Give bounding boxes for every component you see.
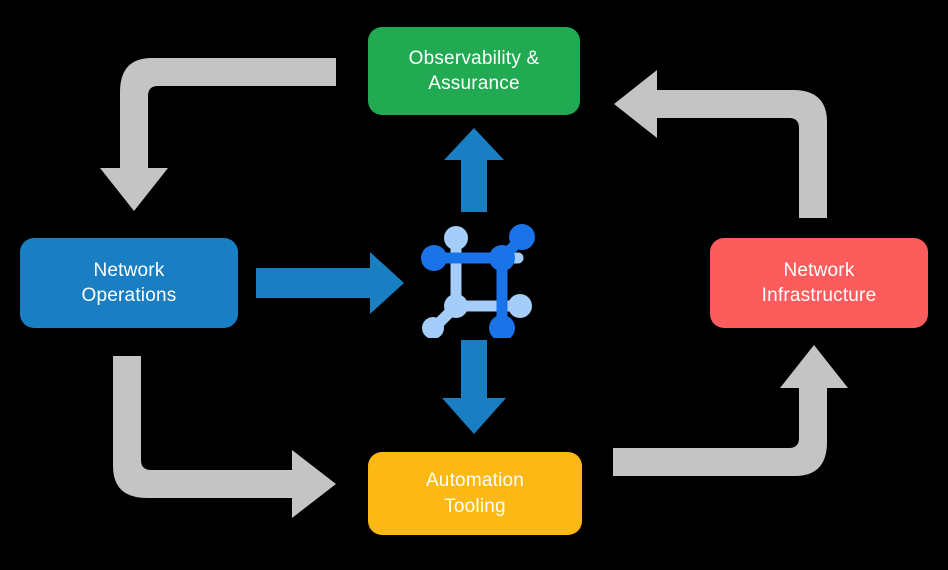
node-label-observability: Observability & Assurance bbox=[408, 47, 540, 94]
arrow-up-blue bbox=[444, 128, 504, 212]
arrow-elbow-up-gray bbox=[613, 345, 848, 476]
node-box-automation-tooling[interactable]: Automation Tooling bbox=[368, 452, 582, 535]
node-label-automation-tooling: Automation Tooling bbox=[425, 470, 525, 517]
network-icon-light-nodes bbox=[422, 226, 532, 338]
node-box-network-infrastructure[interactable]: Network Infrastructure bbox=[710, 238, 928, 328]
network-topology-icon bbox=[421, 224, 535, 338]
arrow-elbow-left-gray bbox=[614, 70, 827, 218]
network-icon-dark-nodes bbox=[421, 224, 535, 338]
node-label-network-infrastructure: Network Infrastructure bbox=[761, 259, 877, 306]
arrow-right-blue bbox=[256, 252, 404, 314]
node-label-network-operations: Network Operations bbox=[81, 259, 177, 306]
node-box-observability[interactable]: Observability & Assurance bbox=[368, 27, 580, 115]
arrow-elbow-down-gray bbox=[100, 58, 336, 211]
node-box-network-operations[interactable]: Network Operations bbox=[20, 238, 238, 328]
arrow-down-blue bbox=[442, 340, 506, 434]
arrow-elbow-right-gray bbox=[113, 356, 336, 518]
